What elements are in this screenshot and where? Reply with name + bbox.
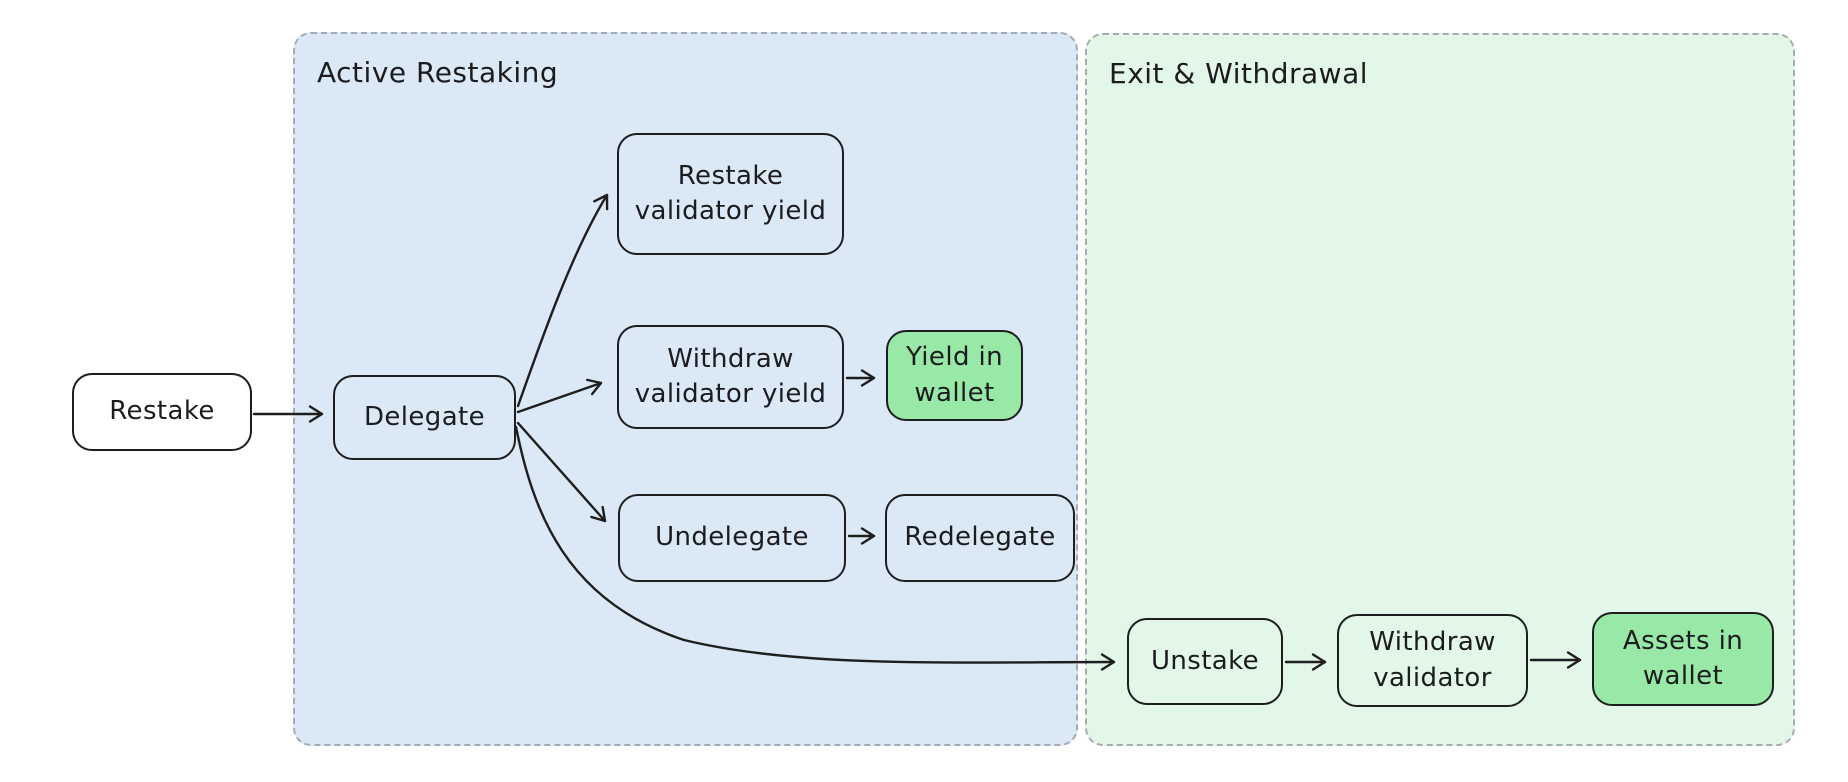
node-undelegate-label: Undelegate <box>655 522 809 553</box>
node-withdraw-validator-yield: Withdraw validator yield <box>617 325 844 429</box>
node-undelegate: Undelegate <box>618 494 846 582</box>
node-restake: Restake <box>72 373 252 451</box>
node-delegate-label: Delegate <box>363 401 486 432</box>
group-title-active-restaking: Active Restaking <box>317 56 559 89</box>
node-withdraw-validator-yield-label: Withdraw validator yield <box>634 343 827 409</box>
node-yield-in-wallet: Yield in wallet <box>886 330 1023 421</box>
group-title-exit-withdrawal: Exit & Withdrawal <box>1109 57 1369 90</box>
node-withdraw-validator-label: Withdraw validator <box>1369 627 1496 693</box>
node-unstake: Unstake <box>1127 618 1283 705</box>
node-redelegate-label: Redelegate <box>904 522 1056 553</box>
node-restake-validator-yield: Restake validator yield <box>617 133 844 255</box>
node-delegate: Delegate <box>333 375 516 460</box>
node-unstake-label: Unstake <box>1150 645 1260 676</box>
node-yield-in-wallet-label: Yield in wallet <box>905 342 1004 408</box>
node-assets-in-wallet: Assets in wallet <box>1592 612 1774 706</box>
node-withdraw-validator: Withdraw validator <box>1337 614 1528 707</box>
node-assets-in-wallet-label: Assets in wallet <box>1622 625 1744 691</box>
node-restake-validator-yield-label: Restake validator yield <box>634 160 827 226</box>
node-redelegate: Redelegate <box>885 494 1075 582</box>
node-restake-label: Restake <box>109 396 215 427</box>
